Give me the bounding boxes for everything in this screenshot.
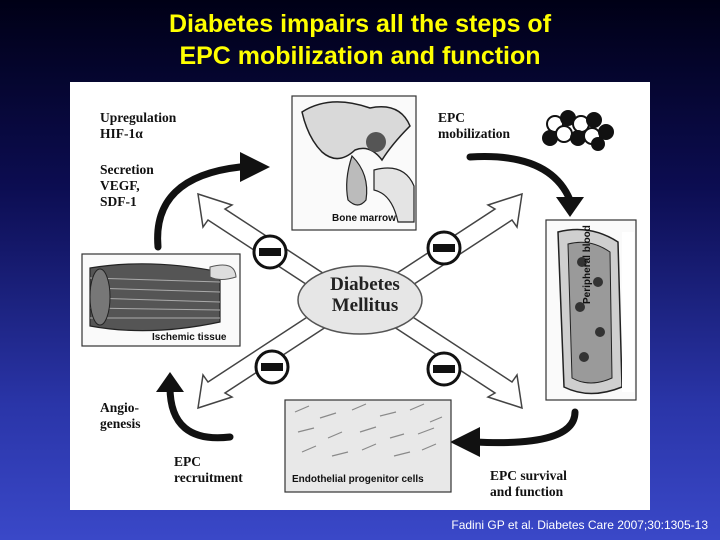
bone-marrow-caption: Bone marrow (332, 213, 396, 224)
diagram-graphics (81, 95, 637, 493)
endothelial-cells-image (284, 399, 452, 493)
label-epc-survival: EPC survival and function (490, 468, 567, 499)
center-line-1: Diabetes (330, 274, 400, 295)
epc-cell-cluster (542, 110, 614, 151)
cycle-arrow-top-right (466, 153, 574, 204)
label-upregulation: Upregulation HIF-1α (100, 110, 177, 141)
title-line-2: EPC mobilization and function (179, 42, 541, 70)
label-epc-mobilization: EPC mobilization (438, 110, 511, 141)
slide-title: Diabetes impairs all the steps of EPC mo… (0, 8, 720, 72)
cycle-arrow-bottom-right (471, 408, 579, 447)
ischemic-tissue-image (81, 253, 241, 347)
inhibition-sign-bottom-left (254, 349, 290, 385)
center-line-2: Mellitus (331, 295, 399, 316)
inhibition-signs (252, 230, 462, 387)
cycle-arrow-bottom-left (166, 383, 234, 442)
citation: Fadini GP et al. Diabetes Care 2007;30:1… (451, 518, 708, 532)
label-secretion: Secretion VEGF, SDF-1 (100, 162, 154, 209)
inhibition-sign-bottom-right (426, 351, 462, 387)
cycle-arrowheads (156, 152, 584, 457)
label-epc-recruitment: EPC recruitment (174, 454, 243, 485)
title-line-1: Diabetes impairs all the steps of (168, 10, 552, 38)
center-ellipse (297, 265, 423, 335)
ischemic-tissue-caption: Ischemic tissue (152, 332, 227, 343)
peripheral-blood-image (545, 219, 637, 401)
label-angiogenesis: Angio- genesis (100, 400, 141, 431)
inhibition-sign-top-left (252, 234, 288, 270)
inhibition-sign-top-right (426, 230, 462, 266)
diagram-panel: Bone marrow Ischemic tissue Peripheral b… (70, 82, 650, 510)
endothelial-cells-caption: Endothelial progenitor cells (292, 474, 424, 485)
diabetes-mellitus-label: Diabetes Mellitus (303, 274, 427, 316)
peripheral-blood-caption: Peripheral blood (582, 225, 593, 304)
bone-marrow-image (291, 95, 417, 231)
cycle-arrow-top-left (154, 163, 244, 251)
cycle-arrows (154, 153, 579, 447)
